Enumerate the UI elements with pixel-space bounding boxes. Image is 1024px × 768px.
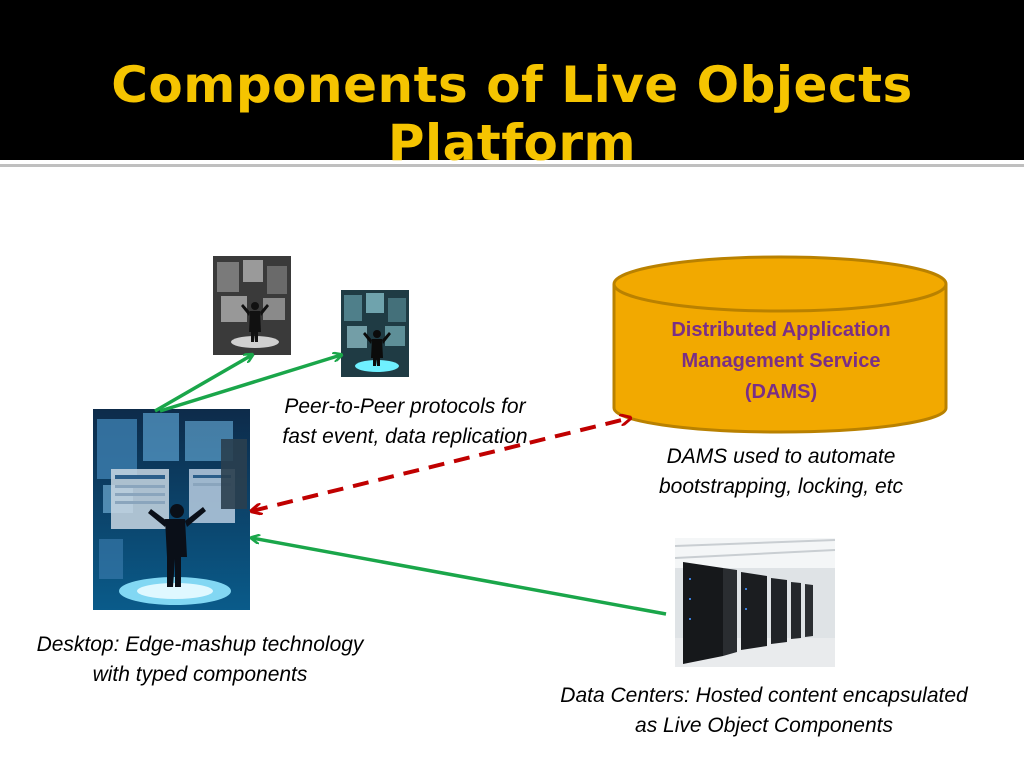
dams-caption-line1: DAMS used to automate xyxy=(666,445,896,468)
slide-title: Components of Live Objects Platform xyxy=(111,56,913,172)
peer-person-grayscale-icon xyxy=(213,256,291,355)
dams-label-line2: Management Service xyxy=(681,350,881,372)
datacenter-caption: Data Centers: Hosted content encapsulate… xyxy=(530,681,998,741)
dams-dashed-arrow xyxy=(252,418,630,511)
peer-person-teal-icon xyxy=(341,290,409,377)
datacenter-caption-line1: Data Centers: Hosted content encapsulate… xyxy=(560,684,968,707)
desktop-caption-line1: Desktop: Edge-mashup technology xyxy=(36,633,364,656)
datacenter-arrow xyxy=(252,538,667,616)
title-divider xyxy=(0,164,1024,167)
p2p-arrow-1 xyxy=(154,355,252,413)
desktop-caption-line2: with typed components xyxy=(92,663,308,686)
dams-label-line3: (DAMS) xyxy=(744,381,818,403)
dams-caption-line2: bootstrapping, locking, etc xyxy=(659,475,903,498)
datacenter-image xyxy=(675,538,835,667)
p2p-caption-line1: Peer-to-Peer protocols for xyxy=(284,395,526,418)
desktop-image xyxy=(93,409,250,610)
peer-image-2 xyxy=(341,290,409,377)
p2p-caption-line2: fast event, data replication xyxy=(282,425,528,448)
datacenter-caption-line2: as Live Object Components xyxy=(635,714,893,737)
dams-caption: DAMS used to automate bootstrapping, loc… xyxy=(628,442,934,502)
dams-cylinder xyxy=(612,255,948,434)
server-racks-icon xyxy=(675,538,835,667)
dams-label: Distributed Application Management Servi… xyxy=(636,315,926,408)
title-bar xyxy=(0,0,1024,160)
peer-image-1 xyxy=(213,256,291,355)
person-in-virtual-desktop-icon xyxy=(93,409,250,610)
p2p-arrow-2 xyxy=(159,355,341,413)
p2p-caption: Peer-to-Peer protocols for fast event, d… xyxy=(250,392,560,452)
desktop-caption: Desktop: Edge-mashup technology with typ… xyxy=(10,630,390,690)
dams-label-line1: Distributed Application xyxy=(671,319,891,341)
